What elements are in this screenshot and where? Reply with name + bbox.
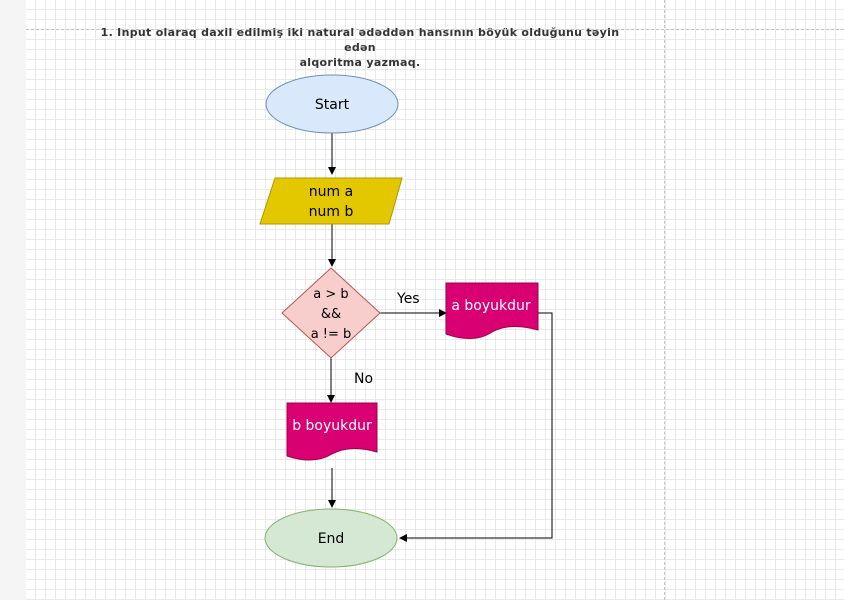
task-title[interactable]: 1. Input olaraq daxil edilmiş iki natura… [90, 25, 630, 70]
edge-yes-output-to-end[interactable] [399, 312, 553, 542]
decision-label-2: && [321, 307, 341, 322]
input-label-2: num b [309, 204, 354, 220]
yes-output-node[interactable]: a boyukdur [445, 282, 539, 339]
input-node[interactable]: num a num b [259, 177, 403, 225]
end-label: End [318, 531, 345, 547]
yes-label: Yes [396, 291, 420, 307]
page-break-vertical [664, 0, 665, 600]
task-title-line-1: 1. Input olaraq daxil edilmiş iki natura… [100, 26, 620, 54]
end-node[interactable]: End [264, 508, 398, 568]
page-break-horizontal [26, 29, 844, 30]
no-output-label: b boyukdur [292, 418, 372, 434]
decision-node[interactable]: a > b && a != b [281, 267, 381, 359]
no-output-node[interactable]: b boyukdur [286, 402, 378, 461]
yes-output-label: a boyukdur [451, 298, 531, 314]
input-label-1: num a [309, 184, 353, 200]
task-title-line-2: alqoritma yazmaq. [299, 56, 421, 69]
start-node[interactable]: Start [265, 74, 399, 134]
page-grid [26, 0, 844, 600]
decision-label-3: a != b [311, 327, 352, 342]
start-label: Start [315, 97, 350, 113]
no-label: No [354, 371, 373, 387]
decision-label-1: a > b [313, 287, 348, 302]
